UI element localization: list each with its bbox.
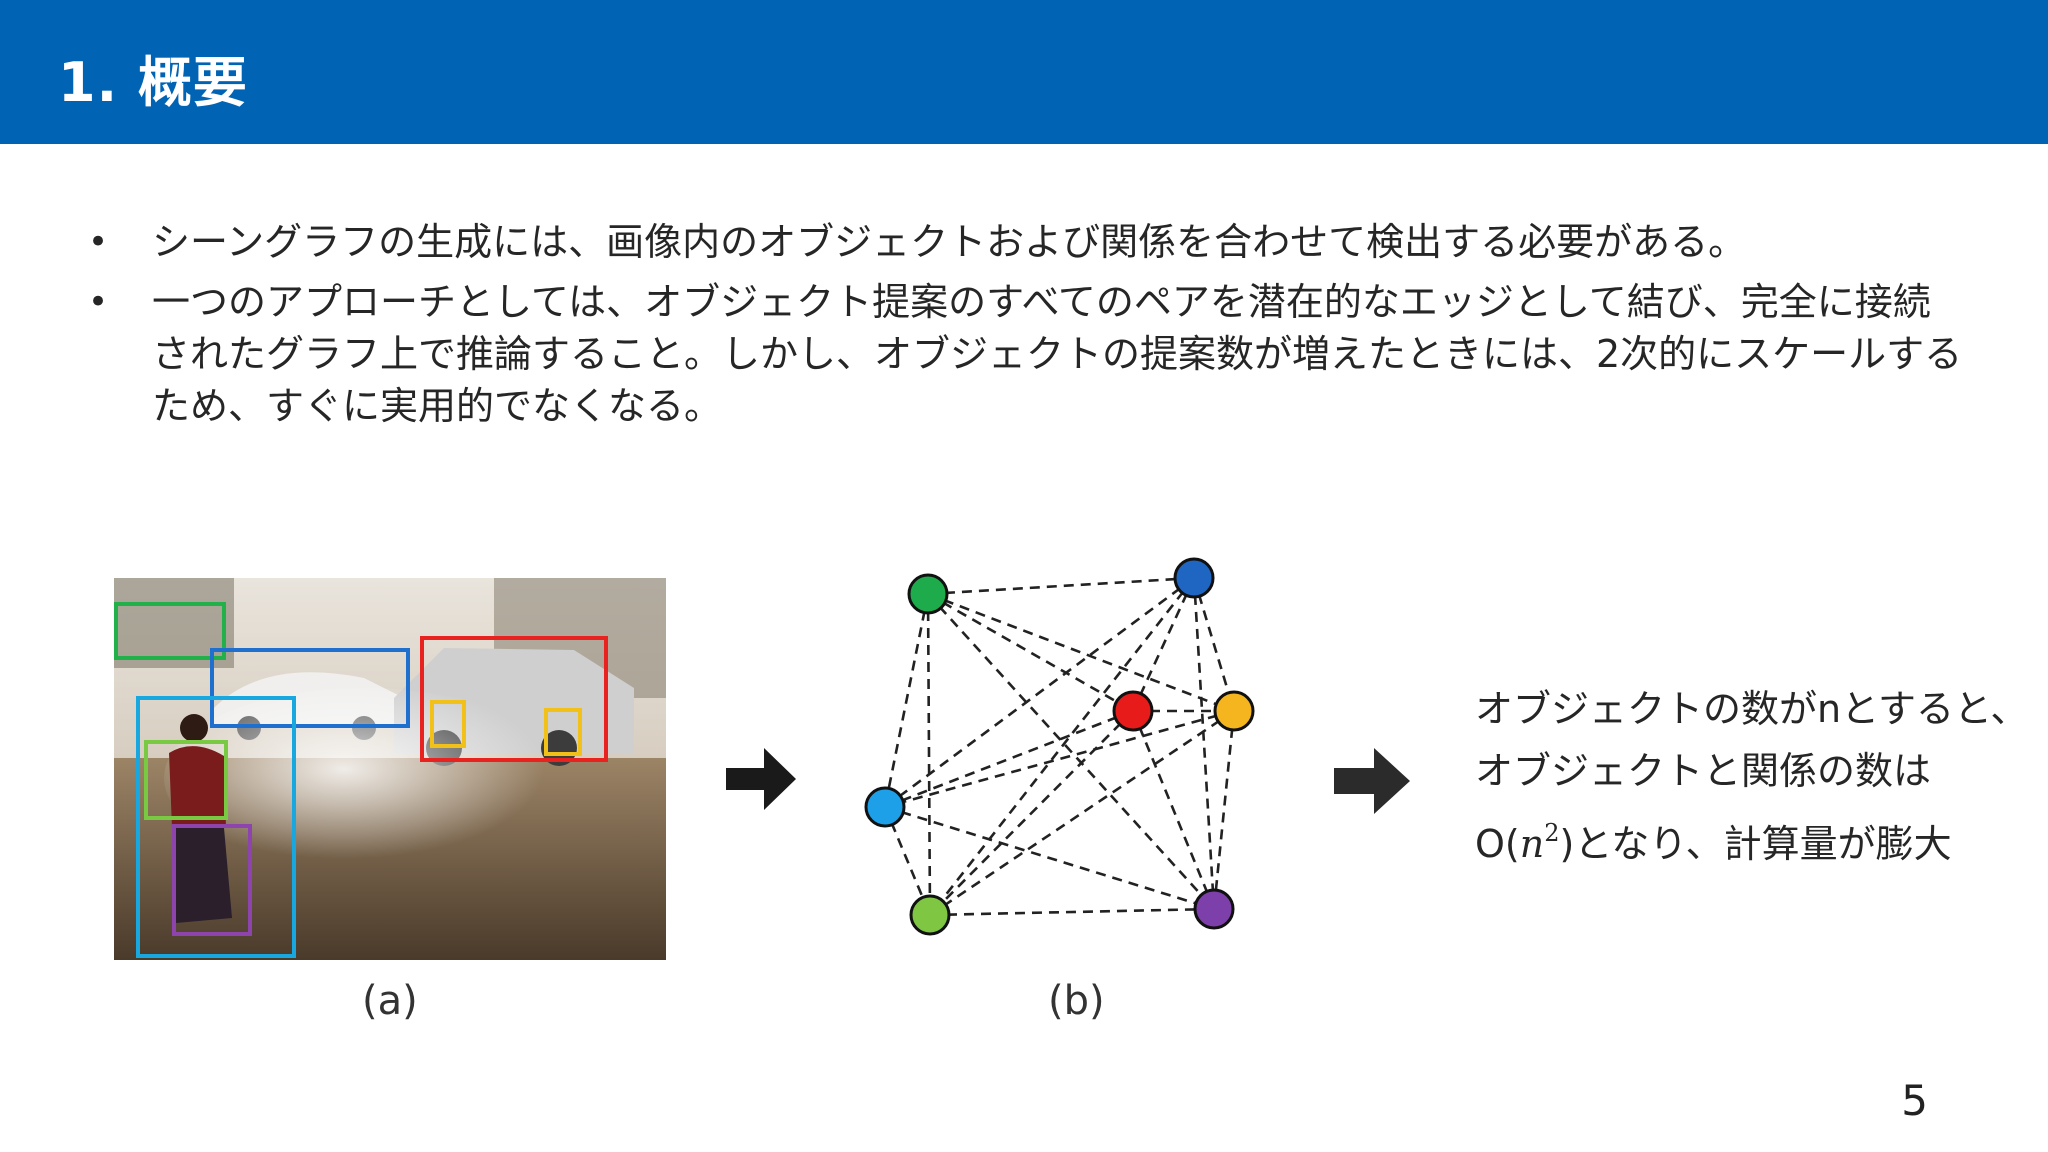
graph-node: [1112, 690, 1154, 732]
note-line-2: オブジェクトと関係の数は: [1475, 749, 1932, 793]
math-exponent: 2: [1544, 819, 1560, 847]
bullet-list: • シーングラフの生成には、画像内のオブジェクトおよび関係を合わせて検出する必要…: [88, 216, 1968, 440]
bullet-item: • シーングラフの生成には、画像内のオブジェクトおよび関係を合わせて検出する必要…: [88, 216, 1968, 268]
graph-node: [907, 573, 949, 615]
figure-b-graph: [864, 557, 1255, 936]
graph-node: [909, 894, 951, 936]
graph-node: [1193, 888, 1235, 930]
math-variable: n: [1519, 822, 1545, 866]
note-line-3: O(n2)となり、計算量が膨大: [1475, 819, 1952, 866]
complexity-note: オブジェクトの数がnとすると、 オブジェクトと関係の数は O(n2)となり、計算…: [1475, 678, 2028, 875]
figure-a-photo: [114, 578, 666, 960]
bullet-item: • 一つのアプローチとしては、オブジェクト提案のすべてのペアを潜在的なエッジとし…: [88, 276, 1968, 432]
figure-a-label: (a): [362, 978, 418, 1024]
header-bar: 1. 概要: [0, 0, 2048, 144]
bullet-text: 一つのアプローチとしては、オブジェクト提案のすべてのペアを潜在的なエッジとして結…: [152, 280, 1963, 428]
graph-node: [1213, 690, 1255, 732]
slide-title: 1. 概要: [58, 51, 248, 114]
note-line-1: オブジェクトの数がnとすると、: [1475, 687, 2029, 731]
figure-b-label: (b): [1048, 978, 1105, 1024]
bullet-text: シーングラフの生成には、画像内のオブジェクトおよび関係を合わせて検出する必要があ…: [152, 220, 1747, 264]
arrow-right-icon: [726, 748, 796, 810]
graph-node: [1173, 557, 1215, 599]
graph-node: [864, 786, 906, 828]
bullet-dot-icon: •: [88, 222, 109, 262]
arrow-right-icon: [1334, 748, 1410, 814]
page-number: 5: [1901, 1076, 1928, 1125]
bullet-dot-icon: •: [88, 282, 109, 322]
